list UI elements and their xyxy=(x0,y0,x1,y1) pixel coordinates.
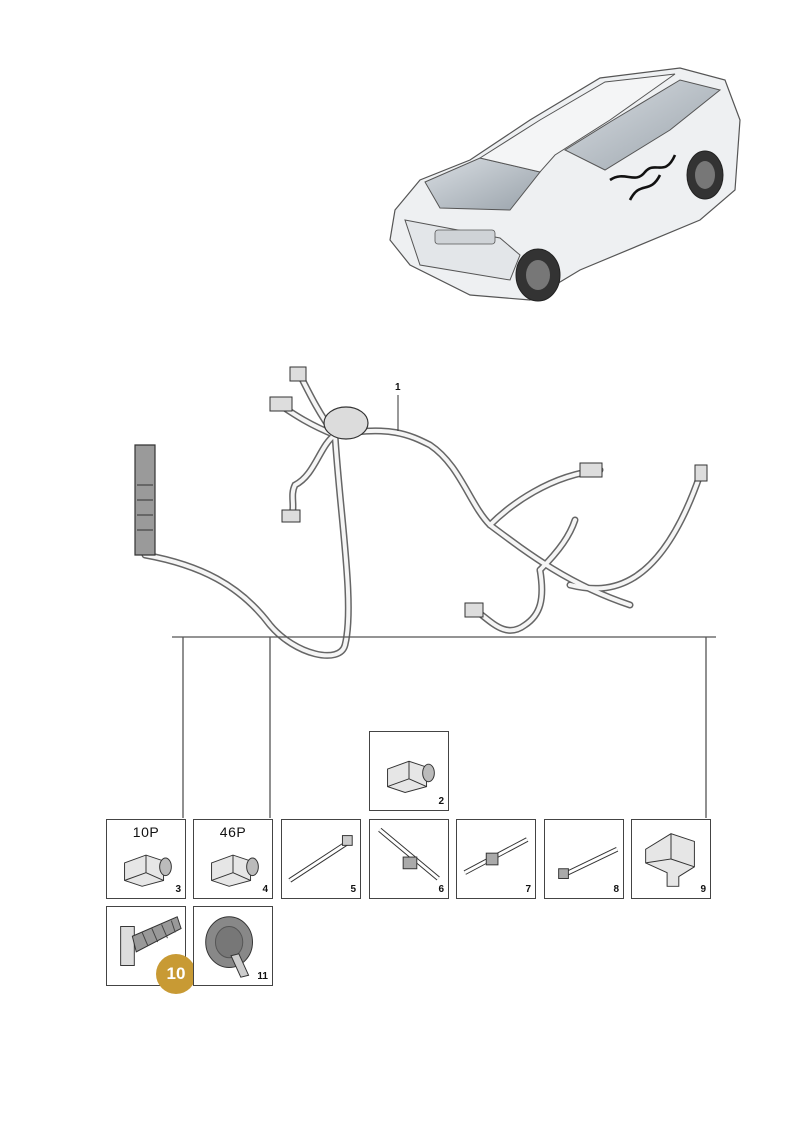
part-number: 4 xyxy=(262,884,268,895)
part-11-box: 11 xyxy=(193,906,273,986)
part-7-box: 7 xyxy=(456,819,536,899)
connector-pins-label: 10P xyxy=(132,824,160,840)
part-9-box: 9 xyxy=(631,819,711,899)
part-number: 9 xyxy=(700,884,706,895)
part-number: 2 xyxy=(438,796,444,807)
wiring-harness xyxy=(134,366,708,659)
part-5-box: 5 xyxy=(281,819,361,899)
part-10-box xyxy=(106,906,186,986)
part-3-box: 10P 3 xyxy=(106,819,186,899)
part-4-box: 46P 4 xyxy=(193,819,273,899)
part-number: 5 xyxy=(350,884,356,895)
part-6-box: 6 xyxy=(369,819,449,899)
part-10-badge: 10 xyxy=(156,954,196,994)
part-2-box: 2 xyxy=(369,731,449,811)
part-number: 3 xyxy=(175,884,181,895)
part-number: 6 xyxy=(438,884,444,895)
part-number: 11 xyxy=(257,971,268,982)
part-number: 8 xyxy=(613,884,619,895)
car-illustration xyxy=(389,67,741,302)
part-number: 7 xyxy=(525,884,531,895)
connector-pins-label: 46P xyxy=(219,824,247,840)
part-8-box: 8 xyxy=(544,819,624,899)
part-1-callout: 1 xyxy=(395,382,401,393)
